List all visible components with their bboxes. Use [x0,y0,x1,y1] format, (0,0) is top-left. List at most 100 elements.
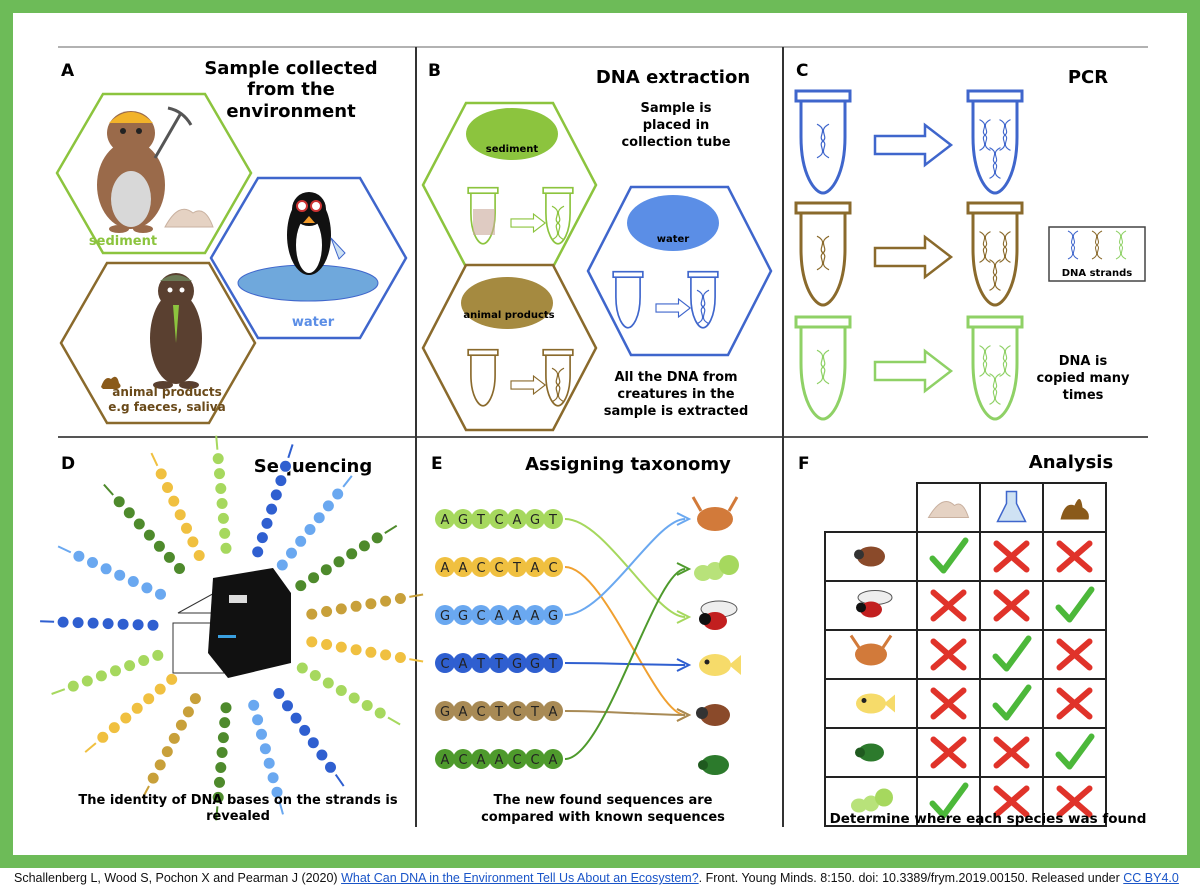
citation-caption: Schallenberg L, Wood S, Pochon X and Pea… [14,871,1194,885]
svg-text:T: T [530,705,539,720]
svg-text:A: A [441,513,450,528]
crab-icon [691,496,739,531]
sediment-label: sediment [89,234,157,249]
panel-e-note-line1: The new found sequences are [494,793,713,808]
svg-text:A: A [441,753,450,768]
caterpillar-icon [694,555,739,581]
sequencing-strand [211,701,233,821]
match-arrow [564,518,686,618]
panel-c: C PCR DNA stra [794,61,1146,421]
sequencing-strand [251,444,294,559]
panel-a-title-line2: from the [247,79,335,100]
svg-text:A: A [513,513,522,528]
panel-b-letter: B [428,61,441,81]
sequencing-strand [150,452,206,562]
animal-products-label-line1: animal products [112,385,222,399]
license-link[interactable]: CC BY4.0 [1123,871,1179,885]
panel-a-letter: A [61,61,75,81]
faeces-icon [1060,498,1089,520]
svg-text:T: T [476,513,485,528]
svg-text:T: T [476,657,485,672]
svg-text:A: A [495,753,504,768]
svg-text:T: T [548,657,557,672]
sequencing-strand [305,592,424,621]
article-link[interactable]: What Can DNA in the Environment Tell Us … [341,871,699,885]
svg-text:C: C [476,561,485,576]
water-label: water [292,315,335,330]
svg-text:C: C [494,561,503,576]
svg-text:C: C [476,609,485,624]
panel-d-title: Sequencing [254,456,372,477]
sequencing-strand [295,661,401,726]
panel-c-note-line2: copied many [1036,371,1130,386]
panel-b-note-bottom-line2: creatures in the [617,387,734,402]
caption-middle: . Front. Young Minds. 8:150. doi: 10.338… [698,871,1124,885]
panel-b-note-top-line2: placed in [643,118,710,133]
panel-d-note-line1: The identity of DNA bases on the strands… [78,793,397,808]
match-arrow [564,710,686,716]
sequencing-strand [272,687,345,787]
panel-a: A Sample collected from the environment … [55,58,408,425]
b-sediment-tubes [467,186,574,245]
sequencing-strand [103,483,186,575]
svg-text:T: T [512,561,521,576]
panel-b-title: DNA extraction [596,67,750,88]
svg-text:C: C [512,705,521,720]
svg-text:C: C [530,753,539,768]
svg-text:A: A [531,561,540,576]
sequencing-strands [40,435,424,821]
svg-text:G: G [530,657,540,672]
b-animal-sample-ellipse [461,277,553,329]
svg-text:C: C [494,513,503,528]
pcr-row-blue [794,89,1024,195]
fly-icon [699,600,738,630]
svg-text:G: G [512,657,522,672]
sequencer-machine [172,568,291,678]
faeces-icon [101,376,121,389]
b-sediment-sample-ellipse [466,108,558,160]
svg-text:T: T [494,705,503,720]
panel-e-title: Assigning taxonomy [525,454,731,475]
panel-c-title: PCR [1068,67,1108,88]
analysis-table [824,482,1107,827]
svg-text:A: A [549,705,558,720]
svg-text:G: G [548,609,558,624]
svg-text:G: G [458,513,468,528]
sequencing-strand [211,435,233,555]
sequence-match-arrows [564,512,692,760]
panel-d: D Sequencing The identity of DNA bases o… [40,435,424,824]
sequencing-strand [84,672,179,753]
panel-b-note-top-line1: Sample is [641,101,712,116]
pcr-row-brown [794,201,1024,307]
ground-beetle-icon [855,743,884,762]
beetle-icon [696,704,730,726]
sequencing-strand [40,615,160,632]
panel-f-title: Analysis [1029,452,1113,473]
svg-text:A: A [459,705,468,720]
panel-c-note-line1: DNA is [1059,354,1108,369]
species-icons [691,496,741,775]
panel-d-letter: D [61,454,75,474]
panel-a-title-line1: Sample collected [204,58,377,79]
sequencing-strand [305,635,424,664]
sequencing-strand [294,524,398,593]
panel-e-letter: E [431,454,443,474]
svg-text:C: C [440,657,449,672]
animal-products-label-line2: e.g faeces, saliva [108,400,225,414]
penguin-illustration [237,192,379,302]
figure-panel: A Sample collected from the environment … [13,13,1187,855]
sequencing-strand [247,698,284,815]
otter-illustration [150,273,202,389]
panel-b-note-top-line3: collection tube [621,135,730,150]
svg-text:A: A [531,609,540,624]
svg-text:G: G [530,513,540,528]
svg-text:A: A [459,561,468,576]
match-arrow [564,518,686,616]
svg-text:C: C [512,753,521,768]
panel-d-note-line2: revealed [206,809,270,824]
